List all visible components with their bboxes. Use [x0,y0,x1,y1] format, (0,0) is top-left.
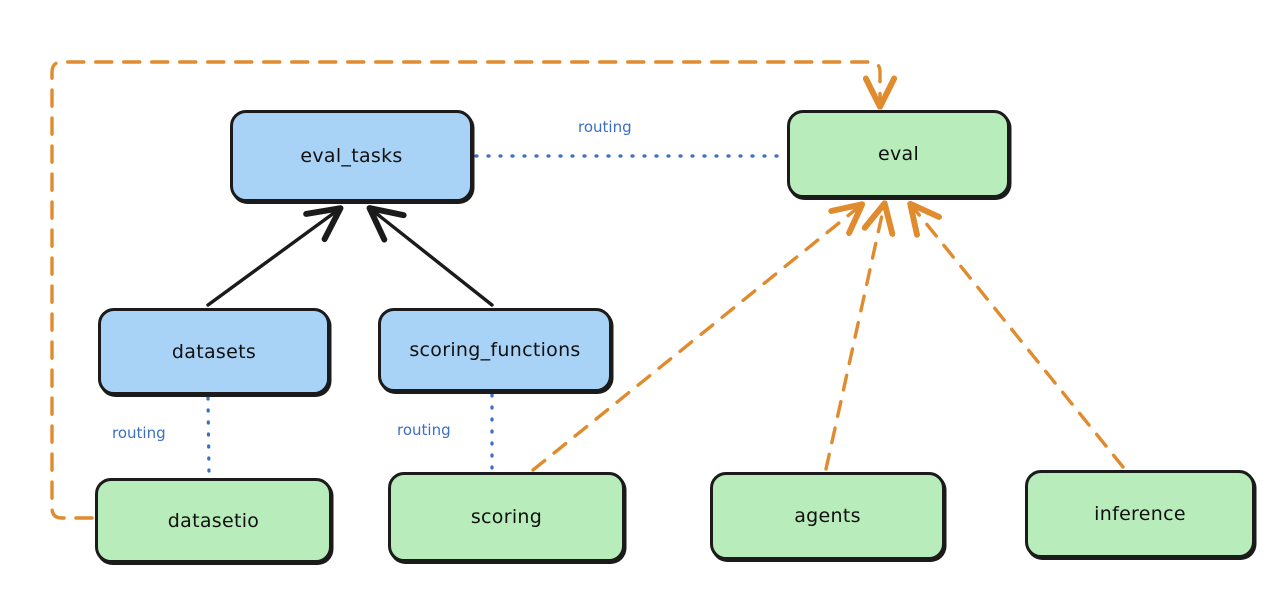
node-eval-tasks[interactable]: eval_tasks [230,110,473,202]
edge-agents-to-eval [824,206,884,471]
node-inference[interactable]: inference [1025,470,1255,558]
node-label-datasets: datasets [171,340,257,363]
node-label-eval-tasks: eval_tasks [300,145,403,167]
edge-datasetio-to-eval [50,60,880,520]
edge-inference-to-eval [912,206,1125,469]
node-label-scoring: scoring [470,506,543,528]
edge-scoring-functions-to-eval-tasks [366,205,494,307]
edge-datasets-to-eval-tasks [206,205,344,307]
node-eval[interactable]: eval [787,110,1010,198]
edge-datasets-to-datasetio [206,396,211,476]
node-label-eval: eval [877,143,920,165]
node-datasetio[interactable]: datasetio [95,478,332,563]
node-label-inference: inference [1094,503,1186,525]
edge-label-routing-datasets: routing [112,424,166,442]
node-agents[interactable]: agents [710,472,945,560]
node-label-agents: agents [794,505,861,527]
node-scoring-functions[interactable]: scoring_functions [378,308,612,392]
node-scoring[interactable]: scoring [388,472,625,562]
node-label-scoring-functions: scoring_functions [409,339,581,361]
edge-label-routing-eval: routing [578,118,632,136]
edge-scoring-to-eval [531,206,860,472]
node-datasets[interactable]: datasets [98,308,330,395]
node-label-datasetio: datasetio [167,509,260,532]
edge-label-routing-scoring: routing [397,421,451,439]
